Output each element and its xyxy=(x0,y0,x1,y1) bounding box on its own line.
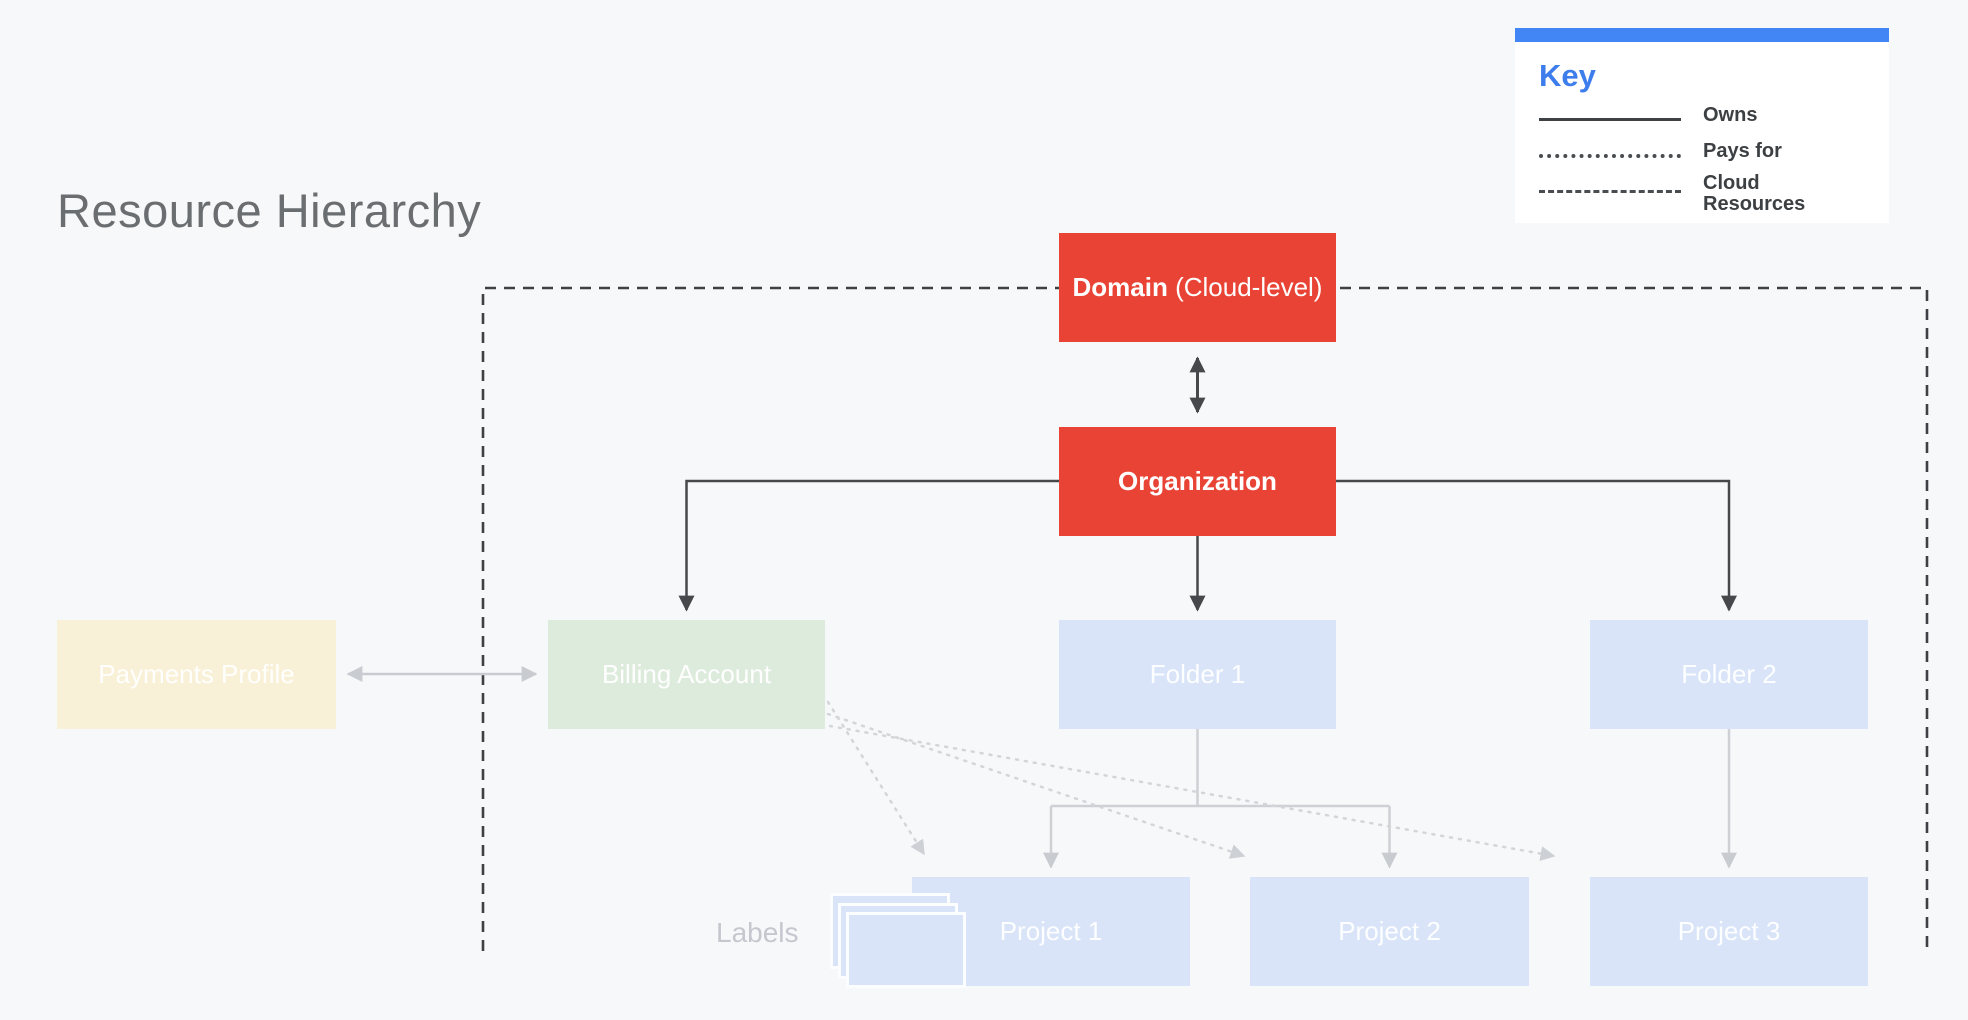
node-folder-1: Folder 1 xyxy=(1059,620,1336,729)
labels-stack-icon xyxy=(830,893,990,1003)
node-organization: Organization xyxy=(1059,427,1336,536)
legend-label-owns: Owns xyxy=(1703,104,1758,126)
node-folder-2: Folder 2 xyxy=(1590,620,1868,729)
labels-caption: Labels xyxy=(716,917,799,948)
legend-title: Key xyxy=(1539,58,1596,93)
page-title: Resource Hierarchy xyxy=(57,184,482,237)
node-billing-account: Billing Account xyxy=(548,620,825,729)
folder-1-label: Folder 1 xyxy=(1149,659,1246,689)
node-payments-profile: Payments Profile xyxy=(57,620,336,729)
cloud-resources-boundary xyxy=(481,286,1929,951)
edge-billing-project1-dotted xyxy=(826,700,926,856)
domain-label: Domain (Cloud-level) xyxy=(1072,272,1323,302)
legend-dotted-line-sample xyxy=(1539,154,1681,158)
node-project-2: Project 2 xyxy=(1250,877,1529,986)
organization-label: Organization xyxy=(1118,466,1277,496)
edge-billing-project2-dotted xyxy=(826,712,1246,859)
edge-organization-billing xyxy=(678,479,1059,612)
edge-folder1-stem xyxy=(1051,729,1390,808)
node-domain: Domain (Cloud-level) xyxy=(1059,233,1336,342)
legend-accent-bar xyxy=(1515,28,1889,42)
project-2-label: Project 2 xyxy=(1338,916,1441,946)
legend-body: Key Owns Pays for Cloud Resources xyxy=(1515,42,1889,223)
project-1-label: Project 1 xyxy=(999,916,1103,946)
label-card-front xyxy=(846,912,966,988)
legend-solid-line-sample xyxy=(1539,118,1681,121)
legend-panel: Key Owns Pays for Cloud Resources xyxy=(1515,28,1889,223)
legend-label-cloud-resources: Cloud Resources xyxy=(1703,172,1806,215)
node-project-3: Project 3 xyxy=(1590,877,1868,986)
folder-2-label: Folder 2 xyxy=(1681,659,1777,689)
project-3-label: Project 3 xyxy=(1677,916,1781,946)
edge-organization-folder2 xyxy=(1335,479,1737,612)
legend-dashed-line-sample xyxy=(1539,190,1681,193)
billing-account-label: Billing Account xyxy=(601,659,772,689)
legend-label-pays-for: Pays for xyxy=(1703,140,1782,162)
payments-profile-label: Payments Profile xyxy=(98,659,295,689)
edge-billing-project3-dotted xyxy=(828,724,1556,861)
